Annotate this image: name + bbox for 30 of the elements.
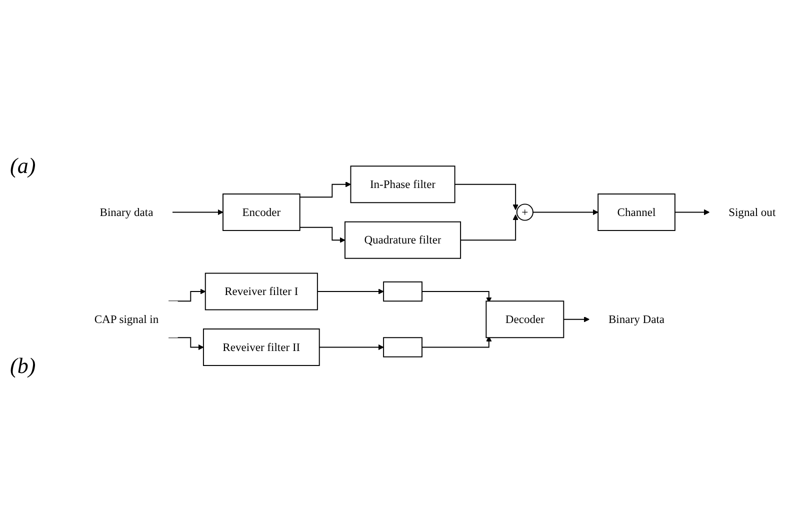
arrow (316, 288, 384, 294)
node-box: Encoder (222, 194, 300, 232)
arrow (168, 337, 204, 350)
arrow (168, 288, 206, 302)
node-box: In-Phase filter (350, 166, 456, 204)
node-box: Reveiver filter I (204, 272, 318, 310)
panel-label: (a) (10, 153, 37, 179)
node-box: Decoder (486, 300, 564, 338)
arrow (454, 184, 518, 210)
node-text: CAP signal in (94, 312, 159, 326)
node-circle: + (516, 204, 534, 221)
arrow (172, 210, 224, 216)
arrow (299, 227, 346, 244)
arrow (422, 291, 492, 303)
arrow (563, 316, 590, 322)
arrow (318, 344, 384, 350)
node-text: Binary data (100, 206, 154, 219)
node-box: Quadrature filter (344, 222, 462, 260)
panel-label: (b) (10, 353, 37, 379)
node-box: Reveiver filter II (202, 328, 320, 366)
arrow (674, 210, 710, 216)
node-box (383, 337, 422, 358)
node-box (383, 282, 422, 302)
node-text: Signal out (728, 206, 776, 219)
arrow (460, 214, 518, 241)
node-box: Channel (598, 194, 676, 232)
arrow (532, 210, 598, 216)
arrow (422, 336, 492, 348)
arrow (299, 182, 351, 198)
node-text: Binary Data (608, 312, 665, 326)
